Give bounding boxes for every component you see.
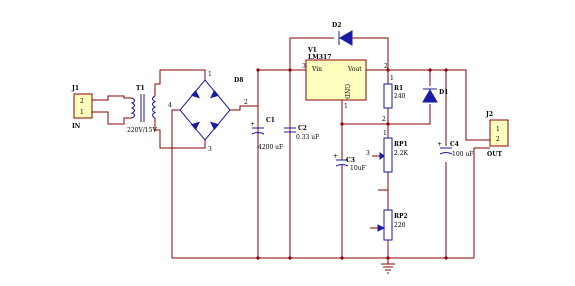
r1-pin2: 2 bbox=[382, 116, 386, 123]
c1-ref: C1 bbox=[266, 117, 275, 124]
regulator-vin-label: Vin bbox=[311, 66, 322, 73]
j2-net-label: OUT bbox=[487, 151, 502, 158]
junction-dot bbox=[256, 68, 260, 72]
capacitor-c3: + C3 10uF bbox=[333, 153, 366, 176]
c1-polarity: + bbox=[250, 121, 255, 128]
r1-ref: R1 bbox=[394, 85, 403, 92]
bridge-pin-plus: 2 bbox=[244, 99, 248, 106]
transformer-t1: T1 220V/15V bbox=[127, 85, 157, 134]
j1-pin-a: 2 bbox=[80, 98, 84, 105]
connector-j1: J1 2 1 IN bbox=[71, 85, 98, 130]
c4-value: 100 uF bbox=[452, 151, 473, 158]
r1-pin1: 1 bbox=[390, 75, 394, 82]
junction-dot bbox=[444, 256, 448, 260]
c2-value: 0.33 uF bbox=[296, 134, 319, 141]
regulator-part: LM317 bbox=[308, 54, 331, 61]
j1-net-label: IN bbox=[72, 123, 81, 130]
rp2-ref: RP2 bbox=[394, 213, 408, 220]
diode-d2: D2 bbox=[332, 22, 353, 46]
d1-ref: D1 bbox=[439, 89, 448, 96]
capacitor-c4: + C4 100 uF bbox=[437, 141, 473, 158]
d2-ref: D2 bbox=[332, 22, 341, 29]
bridge-rectifier-d8: D8 1 3 4 2 bbox=[168, 71, 248, 153]
regulator-adj-label: GND bbox=[343, 84, 350, 99]
c3-polarity: + bbox=[333, 153, 338, 160]
junction-dot bbox=[386, 256, 390, 260]
c3-value: 10uF bbox=[350, 165, 366, 172]
regulator-lm317: V1 LM317 Vin Vout GND 3 2 1 bbox=[302, 47, 388, 110]
c4-polarity: + bbox=[437, 141, 442, 148]
ground-icon bbox=[381, 263, 395, 274]
c3-ref: C3 bbox=[346, 157, 355, 164]
bridge-pin-ac1: 1 bbox=[208, 71, 212, 78]
j2-pin-b: 2 bbox=[496, 136, 500, 143]
rp1-pin1: 1 bbox=[383, 130, 387, 137]
potentiometer-rp1: RP1 2.2K 1 3 bbox=[366, 130, 409, 173]
regulator-ref: V1 bbox=[307, 47, 317, 54]
bridge-pin-ac2: 3 bbox=[208, 146, 212, 153]
r1-value: 240 bbox=[394, 93, 406, 100]
junction-dot bbox=[340, 256, 344, 260]
regulator-pin3: 3 bbox=[302, 63, 306, 70]
junction-dot bbox=[444, 68, 448, 72]
j2-ref: J2 bbox=[485, 111, 493, 118]
bridge-ref: D8 bbox=[234, 77, 243, 84]
potentiometer-rp2: RP2 220 bbox=[377, 209, 408, 241]
resistor-r1: R1 240 1 2 bbox=[382, 70, 406, 123]
regulator-pin1: 1 bbox=[344, 103, 348, 110]
regulator-pin2: 2 bbox=[384, 63, 388, 70]
c2-ref: C2 bbox=[298, 125, 307, 132]
junction-dot bbox=[288, 68, 292, 72]
j2-pin-a: 1 bbox=[496, 126, 500, 133]
connector-j2: J2 1 2 OUT bbox=[485, 111, 509, 158]
junction-dot bbox=[288, 256, 292, 260]
t1-ref: T1 bbox=[136, 85, 145, 92]
j1-pin-b: 1 bbox=[80, 109, 84, 116]
junction-dot bbox=[256, 256, 260, 260]
c1-value: 4200 uF bbox=[258, 144, 283, 151]
junctions bbox=[256, 68, 448, 260]
regulator-vout-label: Vout bbox=[347, 66, 362, 73]
bridge-pin-minus: 4 bbox=[168, 102, 172, 109]
rp2-value: 220 bbox=[394, 222, 406, 229]
j1-ref: J1 bbox=[71, 85, 79, 92]
capacitor-c2: C2 0.33 uF bbox=[284, 125, 319, 141]
rp1-ref: RP1 bbox=[394, 141, 408, 148]
junction-dot bbox=[386, 122, 390, 126]
diode-d1: D1 bbox=[422, 88, 448, 103]
rp1-value: 2.2K bbox=[394, 150, 409, 157]
junction-dot bbox=[340, 122, 344, 126]
capacitor-c1: + C1 4200 uF bbox=[250, 117, 283, 151]
c4-ref: C4 bbox=[450, 141, 459, 148]
wires bbox=[98, 37, 490, 264]
t1-value: 220V/15V bbox=[127, 127, 157, 134]
junction-dot bbox=[428, 68, 432, 72]
rp1-pin3: 3 bbox=[366, 150, 370, 157]
